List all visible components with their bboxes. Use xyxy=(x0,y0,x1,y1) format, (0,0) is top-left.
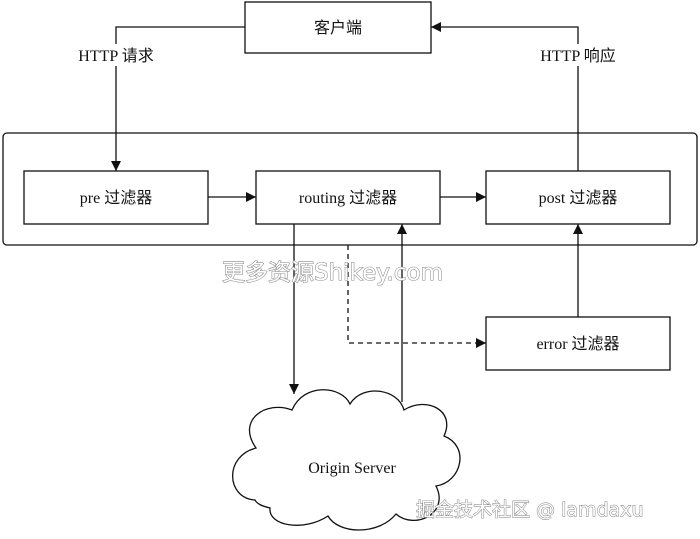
error-filter-node: error 过滤器 xyxy=(485,316,671,371)
http-request-edge xyxy=(111,26,245,171)
error-filter-label: error 过滤器 xyxy=(536,335,619,353)
client-node: 客户端 xyxy=(244,1,432,54)
origin-server-label: Origin Server xyxy=(308,460,396,477)
routing-to-error-edge xyxy=(347,245,486,348)
site-watermark: 更多资源Shikey.com xyxy=(222,260,443,286)
http-response-label: HTTP 响应 xyxy=(540,46,615,65)
origin-server-node: Origin Server xyxy=(232,389,461,531)
pre-filter-node: pre 过滤器 xyxy=(23,170,209,225)
routing-filter-label: routing 过滤器 xyxy=(299,189,397,207)
post-filter-label: post 过滤器 xyxy=(539,189,618,207)
cloud-shape xyxy=(232,389,461,531)
filter-container xyxy=(2,132,698,246)
pre-filter-label: pre 过滤器 xyxy=(80,189,152,207)
http-response-edge xyxy=(431,22,579,171)
client-label: 客户端 xyxy=(314,19,362,37)
post-filter-node: post 过滤器 xyxy=(485,170,671,225)
routing-filter-node: routing 过滤器 xyxy=(255,170,441,225)
credit-watermark: 掘金技术社区 @ lamdaxu xyxy=(416,499,644,521)
http-request-label: HTTP 请求 xyxy=(78,47,153,65)
